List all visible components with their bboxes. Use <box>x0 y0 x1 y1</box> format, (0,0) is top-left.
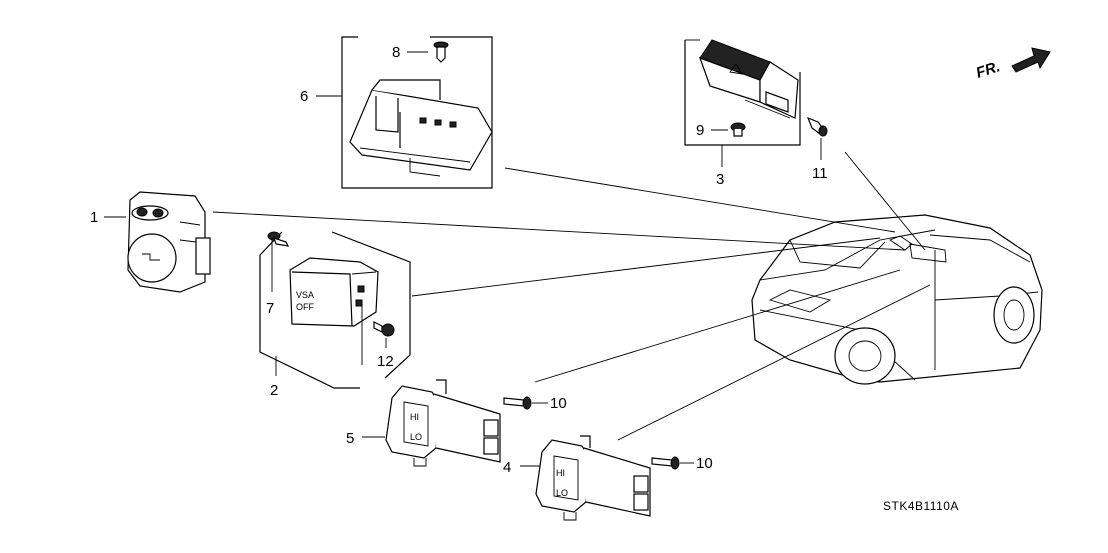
callout-11: 11 <box>812 165 828 182</box>
part-1-group: 1 <box>90 191 211 293</box>
clip-7-icon <box>267 231 290 247</box>
vsa-switch-text-line2: OFF <box>296 302 314 312</box>
callout-2: 2 <box>270 382 278 399</box>
direction-label: FR. <box>974 58 1002 82</box>
clip-8-icon <box>433 41 449 63</box>
seat-heater-switch-a-icon <box>385 379 501 467</box>
heater-a-lo-text: LO <box>410 432 422 442</box>
part-5-group: 5 HI LO 10 <box>346 379 567 467</box>
screw-10a-icon <box>503 396 532 410</box>
screw-11-icon <box>806 116 828 137</box>
vsa-switch-text-line1: VSA <box>296 290 314 300</box>
part-3-bracket <box>684 40 801 146</box>
diagram-code: STK4B1110A <box>883 499 959 513</box>
heater-b-hi-text: HI <box>556 468 565 478</box>
screw-10b-icon <box>651 456 680 470</box>
leader-lines <box>212 151 931 441</box>
vsa-off-switch-icon <box>289 257 379 327</box>
callout-6: 6 <box>300 88 308 105</box>
heater-a-hi-text: HI <box>410 412 419 422</box>
front-direction-indicator: FR. <box>974 47 1051 82</box>
clip-9-icon <box>730 122 746 137</box>
front-arrow-icon <box>1011 47 1051 73</box>
part-2-bracket <box>259 231 360 389</box>
heater-b-lo-text: LO <box>556 488 568 498</box>
part-6-bracket <box>341 36 493 189</box>
seat-heater-switch-b-icon <box>535 435 651 521</box>
switch-housing-6-icon <box>349 79 493 177</box>
part-2-group: 2 7 VSA OFF 12 <box>259 231 411 399</box>
callout-12: 12 <box>377 353 394 370</box>
part-4-group: 4 HI LO 10 <box>503 435 713 521</box>
callout-5: 5 <box>346 430 354 447</box>
callout-8: 8 <box>392 44 400 61</box>
callout-10b: 10 <box>696 455 713 472</box>
callout-1: 1 <box>90 209 98 226</box>
callout-9: 9 <box>696 122 704 139</box>
clip-12-icon <box>373 321 395 337</box>
part-3-group: 3 9 11 <box>684 39 828 188</box>
mirror-switch-icon <box>127 191 211 293</box>
callout-7: 7 <box>266 300 274 317</box>
callout-10a: 10 <box>550 395 567 412</box>
callout-3: 3 <box>716 171 724 188</box>
vehicle-outline <box>751 214 1043 385</box>
hazard-switch-icon <box>699 39 799 119</box>
part-6-group: 6 8 <box>300 36 493 189</box>
callout-4: 4 <box>503 459 511 476</box>
